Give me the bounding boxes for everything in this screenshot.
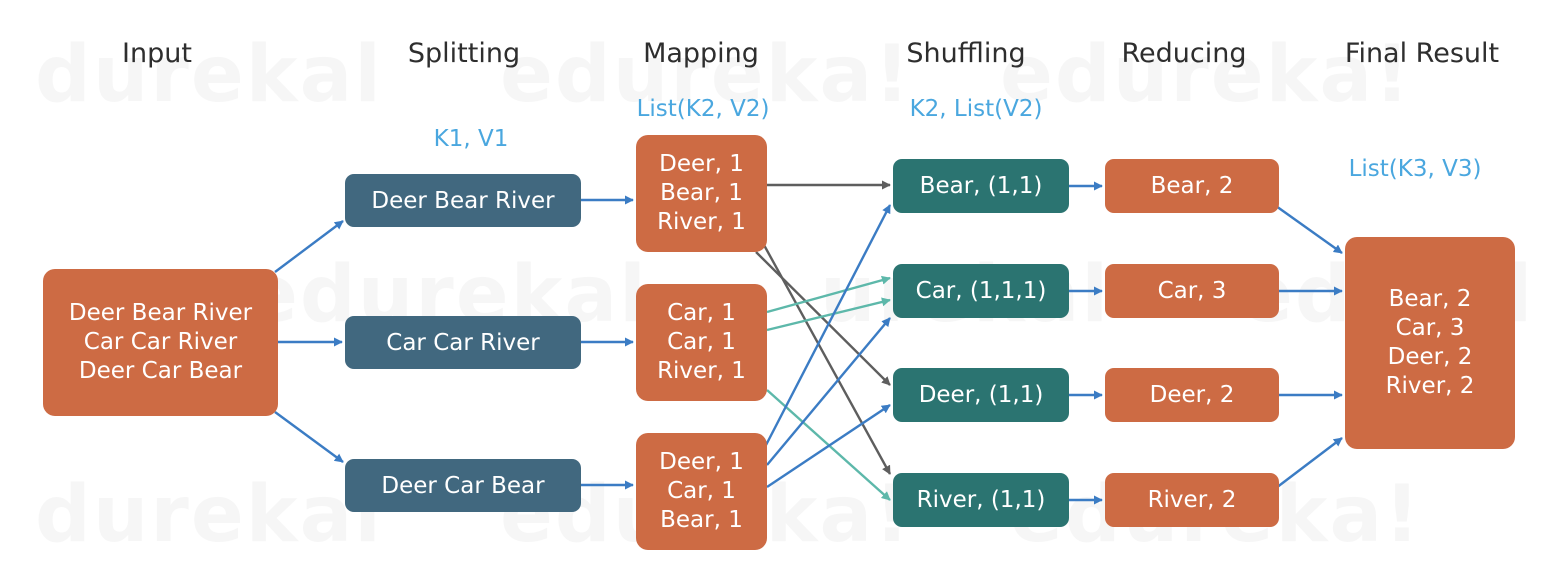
- arrow-reduce-to-final-bear: [1275, 205, 1343, 254]
- map-line: Bear, 1: [660, 180, 743, 206]
- reduce-text: Bear, 2: [1150, 173, 1234, 199]
- reduce-box-bear: Bear, 2: [1105, 159, 1279, 213]
- label-k2-list-v2: K2, List(V2): [909, 96, 1043, 122]
- arrow-input-to-split-3: [274, 411, 344, 463]
- split-text: Car Car River: [386, 329, 540, 356]
- reduce-text: Car, 3: [1157, 278, 1227, 304]
- heading-mapping: Mapping: [643, 38, 759, 69]
- shuffle-text: Deer, (1,1): [918, 382, 1044, 408]
- heading-shuffling: Shuffling: [906, 38, 1026, 69]
- label-list-k3-v3: List(K3, V3): [1348, 156, 1482, 182]
- map-line: Bear, 1: [660, 507, 743, 533]
- heading-reducing: Reducing: [1121, 38, 1247, 69]
- split-box-3: Deer Car Bear: [345, 459, 581, 512]
- map-line: Deer, 1: [659, 151, 744, 177]
- map-line: Car, 1: [667, 329, 736, 355]
- split-text: Deer Car Bear: [381, 472, 545, 499]
- final-result-box: Bear, 2 Car, 3 Deer, 2 River, 2: [1345, 237, 1515, 449]
- heading-input: Input: [122, 38, 192, 69]
- final-line: River, 2: [1385, 373, 1475, 399]
- map-line: River, 1: [657, 209, 746, 235]
- final-line: Bear, 2: [1388, 286, 1472, 312]
- input-line: Deer Bear River: [68, 300, 253, 326]
- input-box: Deer Bear River Car Car River Deer Car B…: [43, 269, 278, 416]
- shuffle-box-deer: Deer, (1,1): [893, 368, 1069, 422]
- map-line: Deer, 1: [659, 449, 744, 475]
- watermark: durekal: [35, 470, 383, 560]
- shuffle-text: River, (1,1): [916, 487, 1046, 513]
- map-box-1: Deer, 1 Bear, 1 River, 1: [636, 135, 767, 252]
- map-box-2: Car, 1 Car, 1 River, 1: [636, 284, 767, 401]
- split-box-2: Car Car River: [345, 316, 581, 369]
- map-line: Car, 1: [667, 300, 736, 326]
- map-box-3: Deer, 1 Car, 1 Bear, 1: [636, 433, 767, 550]
- reduce-box-car: Car, 3: [1105, 264, 1279, 318]
- shuffle-text: Bear, (1,1): [919, 173, 1043, 199]
- label-list-k2-v2: List(K2, V2): [636, 96, 770, 122]
- reduce-text: River, 2: [1147, 487, 1237, 513]
- map-line: Car, 1: [667, 478, 736, 504]
- split-text: Deer Bear River: [371, 187, 555, 214]
- reduce-box-deer: Deer, 2: [1105, 368, 1279, 422]
- arrow-map3-to-car: [766, 317, 891, 466]
- label-k1-v1: K1, V1: [433, 126, 509, 152]
- final-line: Car, 3: [1395, 315, 1465, 341]
- input-line: Deer Car Bear: [78, 358, 243, 384]
- heading-splitting: Splitting: [407, 38, 521, 69]
- reduce-box-river: River, 2: [1105, 473, 1279, 527]
- heading-final-result: Final Result: [1344, 38, 1500, 69]
- reduce-text: Deer, 2: [1149, 382, 1235, 408]
- split-box-1: Deer Bear River: [345, 174, 581, 227]
- shuffle-box-river: River, (1,1): [893, 473, 1069, 527]
- shuffle-box-bear: Bear, (1,1): [893, 159, 1069, 213]
- shuffle-text: Car, (1,1,1): [915, 278, 1047, 304]
- input-line: Car Car River: [83, 329, 238, 355]
- final-line: Deer, 2: [1387, 344, 1473, 370]
- map-line: River, 1: [657, 358, 746, 384]
- shuffle-box-car: Car, (1,1,1): [893, 264, 1069, 318]
